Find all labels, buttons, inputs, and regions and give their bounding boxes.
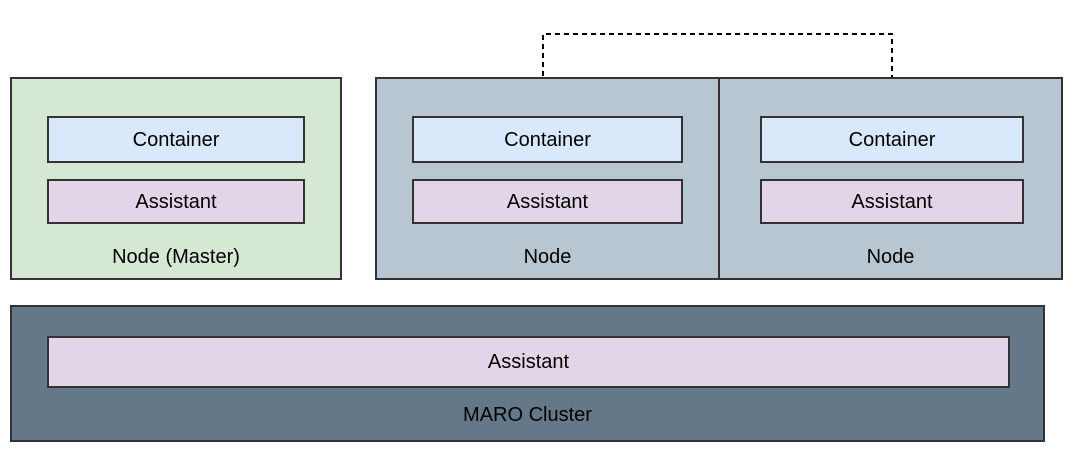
node-1-label: Node [523, 246, 572, 268]
node-master-box: Container Assistant Node (Master) [10, 77, 342, 280]
master-container-box: Container [47, 116, 305, 163]
node-2-label: Node [866, 246, 915, 268]
maro-cluster-label: MARO Cluster [463, 404, 592, 426]
master-container-label: Container [132, 128, 220, 151]
cluster-assistant-box: Assistant [47, 336, 1010, 388]
node-1-container-label: Container [504, 128, 591, 151]
node-2-container-label: Container [848, 128, 936, 151]
node-2-container-box: Container [760, 116, 1024, 163]
cluster-assistant-label: Assistant [487, 351, 570, 373]
node-1-assistant-box: Assistant [412, 179, 683, 224]
node-1-container-box: Container [412, 116, 683, 163]
master-assistant-label: Assistant [135, 190, 217, 213]
master-assistant-box: Assistant [47, 179, 305, 224]
maro-cluster-box: Assistant MARO Cluster [10, 305, 1045, 442]
node-2-assistant-box: Assistant [760, 179, 1024, 224]
node-master-label: Node (Master) [112, 246, 240, 268]
node-1-box: Container Assistant Node [375, 77, 720, 280]
node-2-box: Container Assistant Node [718, 77, 1063, 280]
node-1-assistant-label: Assistant [506, 190, 589, 213]
node-2-assistant-label: Assistant [851, 190, 933, 213]
